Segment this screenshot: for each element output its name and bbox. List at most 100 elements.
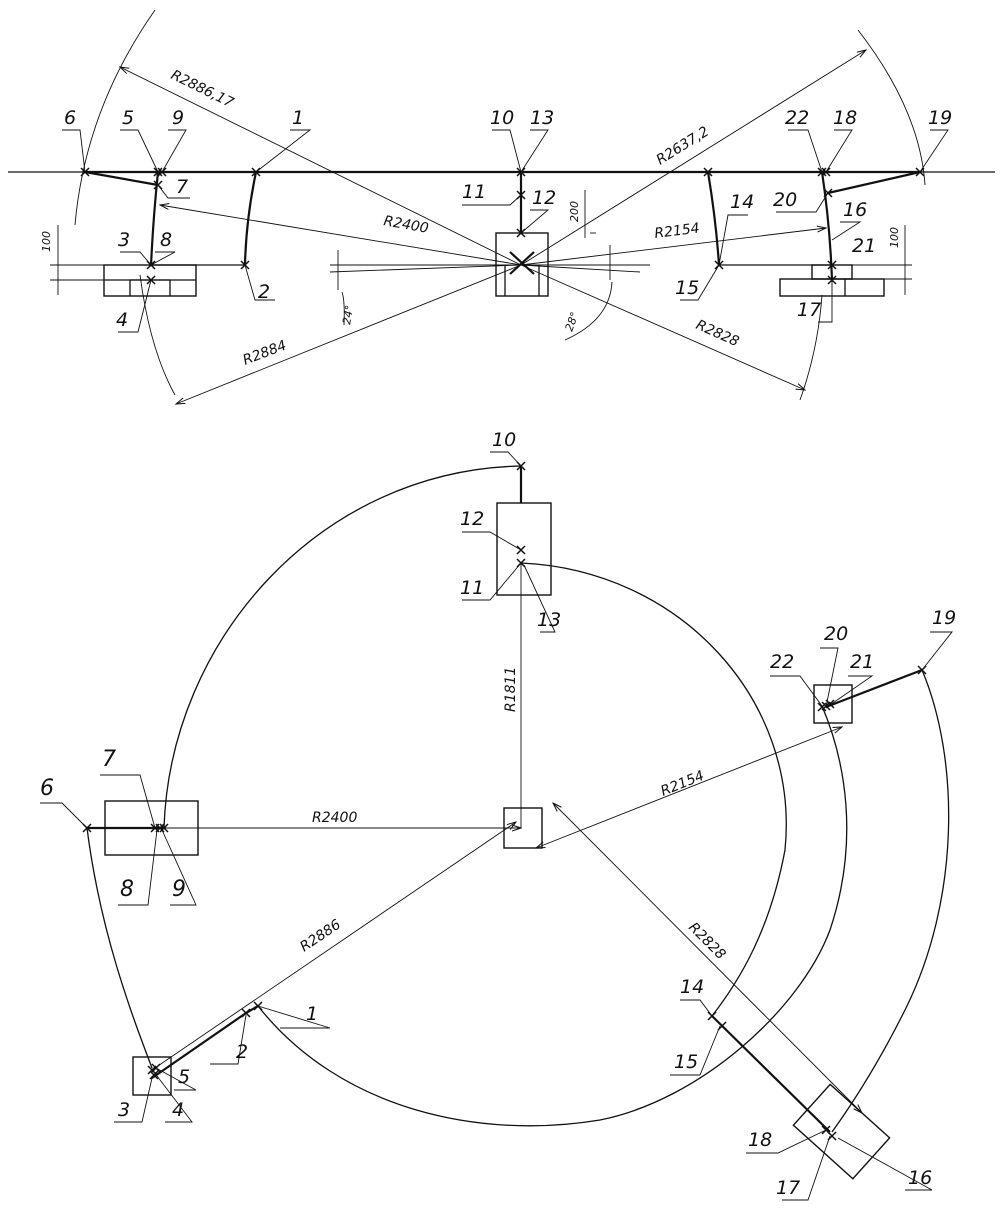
plan-pt-18: 18 <box>748 1129 772 1151</box>
plan-box-22 <box>813 684 853 724</box>
plan-pt-8: 8 <box>120 877 134 902</box>
top-pt-6: 6 <box>64 107 76 129</box>
angle-arc-left <box>341 291 345 326</box>
plan-view: R1811 R2400 R2154 R2886 R2828 <box>40 429 956 1201</box>
plan-pt-14: 14 <box>680 976 704 998</box>
label-100-right: 100 <box>888 227 901 248</box>
angle-ref-left <box>329 264 522 273</box>
top-point-marks <box>80 167 925 285</box>
member-14-15 <box>706 171 721 266</box>
plan-pt-11: 11 <box>460 577 484 599</box>
radius-2828 <box>553 803 862 1113</box>
top-pt-8: 8 <box>160 229 172 251</box>
node-mark <box>827 260 837 270</box>
plan-pt-7: 7 <box>102 747 116 772</box>
top-pt-13: 13 <box>530 107 554 129</box>
member-19-21 <box>825 668 923 709</box>
plan-label-r2400: R2400 <box>312 810 357 826</box>
plan-pt-22: 22 <box>770 651 794 673</box>
arc-6-3 <box>86 827 153 1069</box>
top-view: R2886,17 R2637,2 R2400 R2154 R2884 R2828… <box>8 9 995 404</box>
plan-pt-9: 9 <box>172 877 186 902</box>
radius-line-2400 <box>160 205 522 266</box>
angle-arc-right <box>564 281 613 341</box>
center-cross-b <box>509 251 535 275</box>
label-r2884: R2884 <box>241 338 289 369</box>
radius-line-2886 <box>120 67 522 266</box>
plan-pt-2: 2 <box>236 1041 248 1063</box>
plan-box-10 <box>496 502 552 596</box>
radius-line-2637 <box>520 50 866 266</box>
node-mark <box>159 823 169 833</box>
top-pt-19: 19 <box>928 107 952 129</box>
top-pt-1: 1 <box>292 107 304 129</box>
label-angle-24: 24° <box>340 304 356 325</box>
label-r2886-17: R2886,17 <box>168 67 236 111</box>
plan-box-18 <box>792 1083 891 1180</box>
plan-label-r2154: R2154 <box>659 768 707 800</box>
plan-pt-20: 20 <box>824 623 848 645</box>
radius-line-2154 <box>520 228 826 266</box>
plan-pt-19: 19 <box>932 607 956 629</box>
arc-2637 <box>857 29 926 186</box>
plan-pt-6: 6 <box>40 776 54 801</box>
top-pt-22: 22 <box>785 107 809 129</box>
radius-line-2884 <box>176 264 522 404</box>
plan-label-r2828: R2828 <box>685 920 728 963</box>
plan-pt-1: 1 <box>306 1003 318 1025</box>
node-mark <box>149 1070 159 1080</box>
label-200: 200 <box>568 201 581 222</box>
angle-ref-right <box>520 264 641 273</box>
arc-2884 <box>139 274 176 396</box>
arc-2886 <box>74 9 156 226</box>
plan-pt-10: 10 <box>492 429 516 451</box>
radius-line-2828 <box>520 264 805 390</box>
top-pt-4: 4 <box>116 309 128 331</box>
top-pt-18: 18 <box>833 107 857 129</box>
plan-pt-17: 17 <box>776 1177 800 1199</box>
plan-pt-15: 15 <box>674 1051 698 1073</box>
plan-pt-3: 3 <box>118 1099 130 1121</box>
member-6-7 <box>84 170 159 187</box>
plan-label-r2886: R2886 <box>297 917 344 956</box>
top-pt-21: 21 <box>852 235 876 257</box>
member-14-16 <box>711 1015 831 1133</box>
member-3-2 <box>151 1012 247 1079</box>
label-r2828: R2828 <box>693 317 741 350</box>
plan-pt-5: 5 <box>178 1066 190 1088</box>
label-r2154: R2154 <box>654 221 701 242</box>
top-pt-17: 17 <box>797 299 821 321</box>
top-pt-5: 5 <box>122 107 134 129</box>
plan-pt-13: 13 <box>537 609 561 631</box>
arc-2828 <box>799 294 823 401</box>
top-pt-10: 10 <box>490 107 514 129</box>
plan-pt-16: 16 <box>908 1167 932 1189</box>
top-pt-9: 9 <box>172 107 184 129</box>
node-mark <box>241 1008 251 1018</box>
member-22-17 <box>820 171 834 281</box>
top-pt-16: 16 <box>843 199 867 221</box>
plan-pt-21: 21 <box>850 651 874 673</box>
top-pt-15: 15 <box>675 277 699 299</box>
top-pt-7: 7 <box>176 176 188 198</box>
node-mark <box>703 167 713 177</box>
label-r2400: R2400 <box>382 213 430 237</box>
plan-pt-12: 12 <box>460 508 484 530</box>
top-pt-12: 12 <box>532 187 556 209</box>
label-r2637-2: R2637,2 <box>654 124 712 169</box>
label-100-left: 100 <box>40 231 53 252</box>
arc-6-10 <box>163 465 522 829</box>
top-pt-2: 2 <box>258 281 270 303</box>
label-angle-28: 28° <box>563 310 582 333</box>
plan-label-r1811: R1811 <box>503 667 519 712</box>
member-19-20 <box>827 170 921 195</box>
top-pt-3: 3 <box>118 229 130 251</box>
member-1-2 <box>243 171 258 266</box>
top-pt-14: 14 <box>730 191 754 213</box>
top-pt-20: 20 <box>773 189 797 211</box>
radius-2886 <box>151 822 516 1071</box>
top-pt-11: 11 <box>462 181 486 203</box>
arc-19-17 <box>831 669 950 1133</box>
